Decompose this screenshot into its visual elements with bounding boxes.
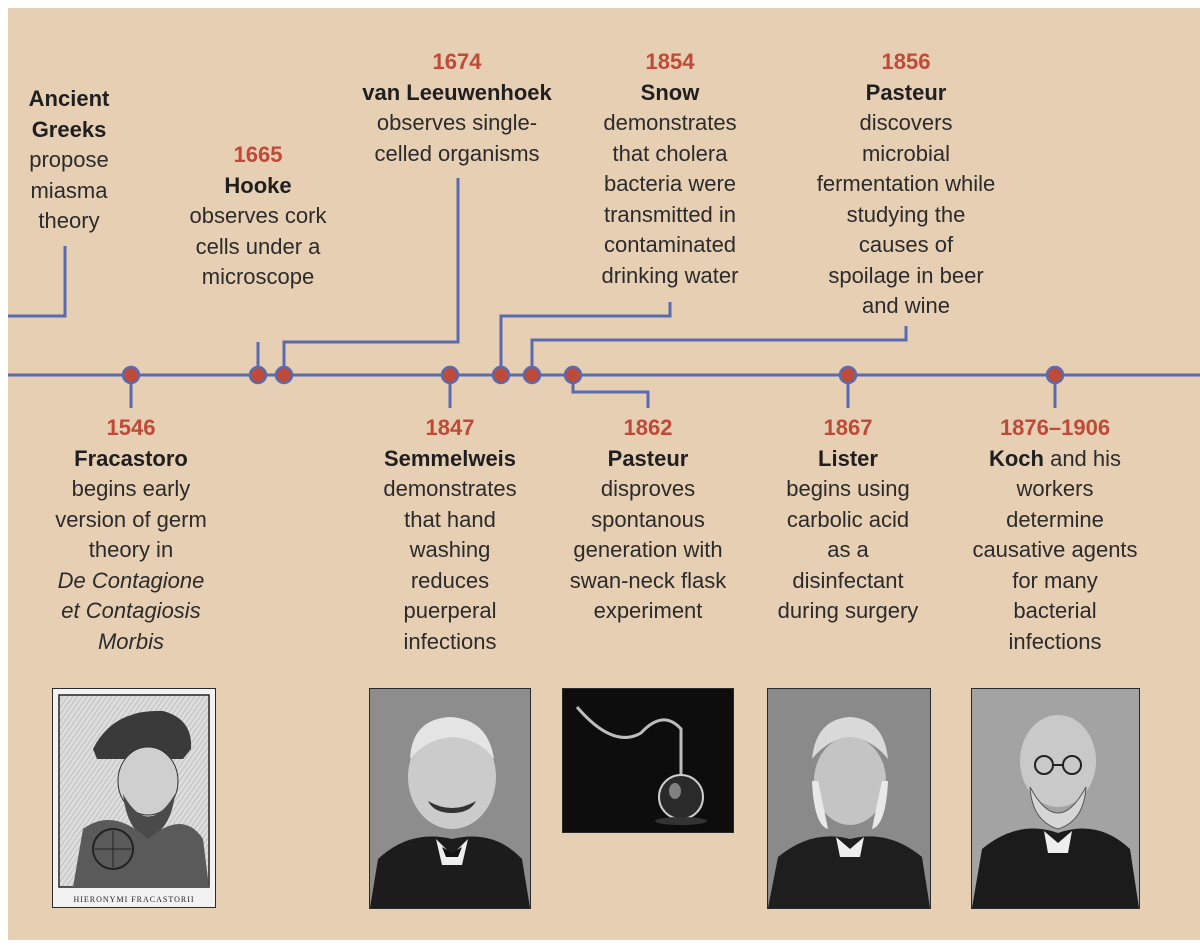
event-desc: demonstrates that hand washing reduces p… [383, 476, 517, 654]
event-1876: 1876–1906 Koch and his workers determine… [972, 413, 1138, 657]
event-desc: disproves spontanous generation with swa… [569, 476, 727, 623]
event-desc: propose miasma theory [29, 147, 109, 233]
event-name: Lister [818, 445, 878, 471]
event-desc: demonstrates that cholera bacteria were … [601, 110, 739, 288]
timeline-diagram: Ancient Greeks propose miasma theory 166… [8, 8, 1200, 940]
event-1854: 1854 Snow demonstrates that cholera bact… [590, 47, 750, 291]
dot-1674 [274, 365, 294, 385]
event-name: Ancient Greeks [28, 86, 110, 142]
event-name: van Leeuwenhoek [362, 79, 552, 105]
event-year: 1856 [881, 49, 931, 74]
event-desc: discovers microbial fermentation while s… [816, 110, 996, 318]
event-1867: 1867 Lister begins using carbolic acid a… [763, 413, 933, 627]
event-name: Snow [640, 79, 700, 105]
event-1847: 1847 Semmelweis demonstrates that hand w… [370, 413, 530, 657]
dot-1862 [563, 365, 583, 385]
connector-1674 [282, 178, 460, 375]
fracastoro-portrait-image: HIERONYMI FRACASTORII [52, 688, 216, 908]
dot-1856 [522, 365, 542, 385]
event-year: 1862 [623, 415, 673, 440]
event-name: Semmelweis [383, 445, 517, 471]
koch-portrait-image [971, 688, 1140, 909]
dot-1854 [491, 365, 511, 385]
event-name: Pasteur [607, 445, 689, 471]
event-year: 1665 [233, 142, 283, 167]
dot-1546 [121, 365, 141, 385]
connector-1854 [499, 302, 672, 375]
event-name: Pasteur [865, 79, 947, 105]
event-desc: observes cork cells under a microscope [189, 203, 327, 289]
timeline-connectors [8, 178, 1200, 408]
event-1862: 1862 Pasteur disproves spontanous genera… [558, 413, 738, 627]
event-book-title: De Contagione et Contagiosis Morbis [57, 567, 205, 654]
event-1546: 1546 Fracastoro begins early version of … [51, 413, 211, 657]
event-name: Hooke [224, 172, 292, 198]
swan-neck-flask-image [562, 688, 734, 833]
connector-1856 [530, 326, 908, 375]
connector-greeks [8, 246, 67, 318]
dot-1665 [248, 365, 268, 385]
semmelweis-portrait-image [369, 688, 531, 909]
event-1674: 1674 van Leeuwenhoek observes single-cel… [342, 47, 572, 169]
connector-1862 [571, 375, 650, 408]
event-year: 1847 [425, 415, 475, 440]
dot-1876 [1045, 365, 1065, 385]
event-1856: 1856 Pasteur discovers microbial ferment… [808, 47, 1004, 322]
event-year: 1867 [823, 415, 873, 440]
event-year: 1876–1906 [999, 415, 1111, 440]
fracastoro-caption: HIERONYMI FRACASTORII [73, 895, 195, 904]
event-year: 1674 [432, 49, 482, 74]
event-name: Fracastoro [74, 445, 188, 471]
event-desc: begins early version of germ theory in [55, 476, 207, 562]
lister-portrait-image [767, 688, 931, 909]
event-year: 1546 [106, 415, 156, 440]
dot-1847 [440, 365, 460, 385]
event-greeks: Ancient Greeks propose miasma theory [8, 84, 130, 237]
dot-1867 [838, 365, 858, 385]
event-name: Koch [988, 445, 1044, 471]
event-1665: 1665 Hooke observes cork cells under a m… [188, 140, 328, 293]
event-desc: observes single-celled organisms [374, 110, 540, 166]
event-year: 1854 [645, 49, 695, 74]
event-desc: begins using carbolic acid as a disinfec… [777, 476, 919, 623]
event-desc: and his workers determine causative agen… [972, 445, 1138, 654]
